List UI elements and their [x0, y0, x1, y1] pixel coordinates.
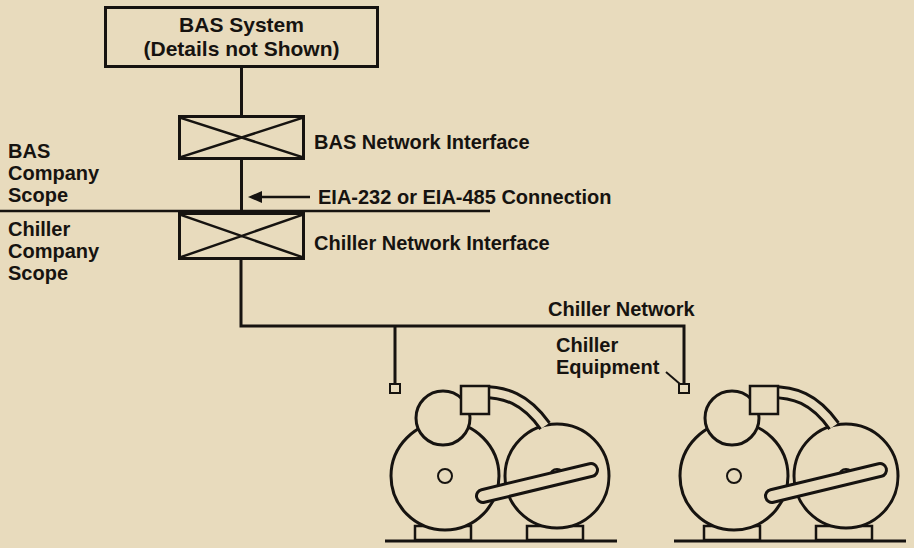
connector-line	[240, 68, 243, 115]
interface-label: Chiller Network Interface	[314, 232, 550, 254]
box-text: BAS System	[179, 13, 304, 37]
interface-box: Chiller Network Interface	[178, 212, 305, 260]
system-box: BAS System(Details not Shown)	[104, 6, 379, 68]
annotation-label: BAS Company Scope	[8, 140, 103, 206]
interface-label: BAS Network Interface	[314, 131, 530, 153]
network-wire	[241, 260, 684, 385]
x-symbol	[181, 118, 302, 157]
connector-line	[240, 160, 243, 212]
chiller-unit	[385, 384, 617, 541]
x-symbol	[181, 215, 302, 257]
annotation-label: Chiller Company Scope	[8, 218, 103, 284]
arrow-head	[248, 191, 262, 203]
annotation-label: Chiller Equipment	[556, 334, 671, 378]
annotation-label: Chiller Network	[548, 298, 695, 320]
pointer-arrow	[258, 196, 310, 199]
box-text: (Details not Shown)	[144, 37, 340, 61]
annotation-label: EIA-232 or EIA-485 Connection	[318, 186, 611, 208]
interface-box: BAS Network Interface	[178, 115, 305, 160]
chiller-unit	[674, 384, 906, 541]
leader-line	[666, 372, 680, 384]
